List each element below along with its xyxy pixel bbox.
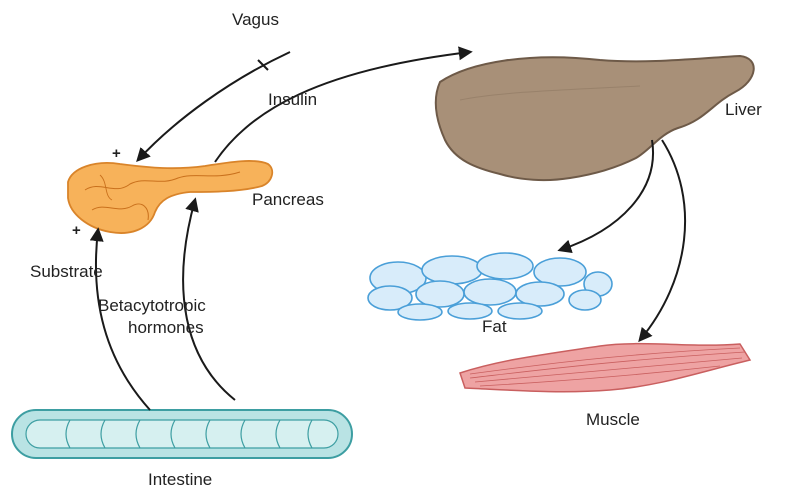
insulin-label: Insulin [268, 90, 317, 109]
plus-sign-substrate: + [72, 222, 81, 239]
fat-label: Fat [482, 317, 507, 336]
liver-organ [436, 56, 754, 180]
substrate-label: Substrate [30, 262, 103, 281]
liver-label: Liver [725, 100, 762, 119]
pancreas-organ [68, 161, 272, 233]
liver-to-muscle-arrow [640, 140, 685, 340]
insulin-arrow [215, 52, 470, 162]
plus-sign-vagus: + [112, 145, 121, 162]
hormones-label: hormones [128, 318, 204, 337]
intestine-label: Intestine [148, 470, 212, 489]
pancreas-label: Pancreas [252, 190, 324, 209]
muscle-label: Muscle [586, 410, 640, 429]
betacytotropic-label: Betacytotropic [98, 296, 206, 315]
muscle-tissue [460, 344, 750, 392]
intestine-organ [12, 410, 352, 458]
vagus-label: Vagus [232, 10, 279, 29]
fat-tissue [368, 253, 612, 320]
